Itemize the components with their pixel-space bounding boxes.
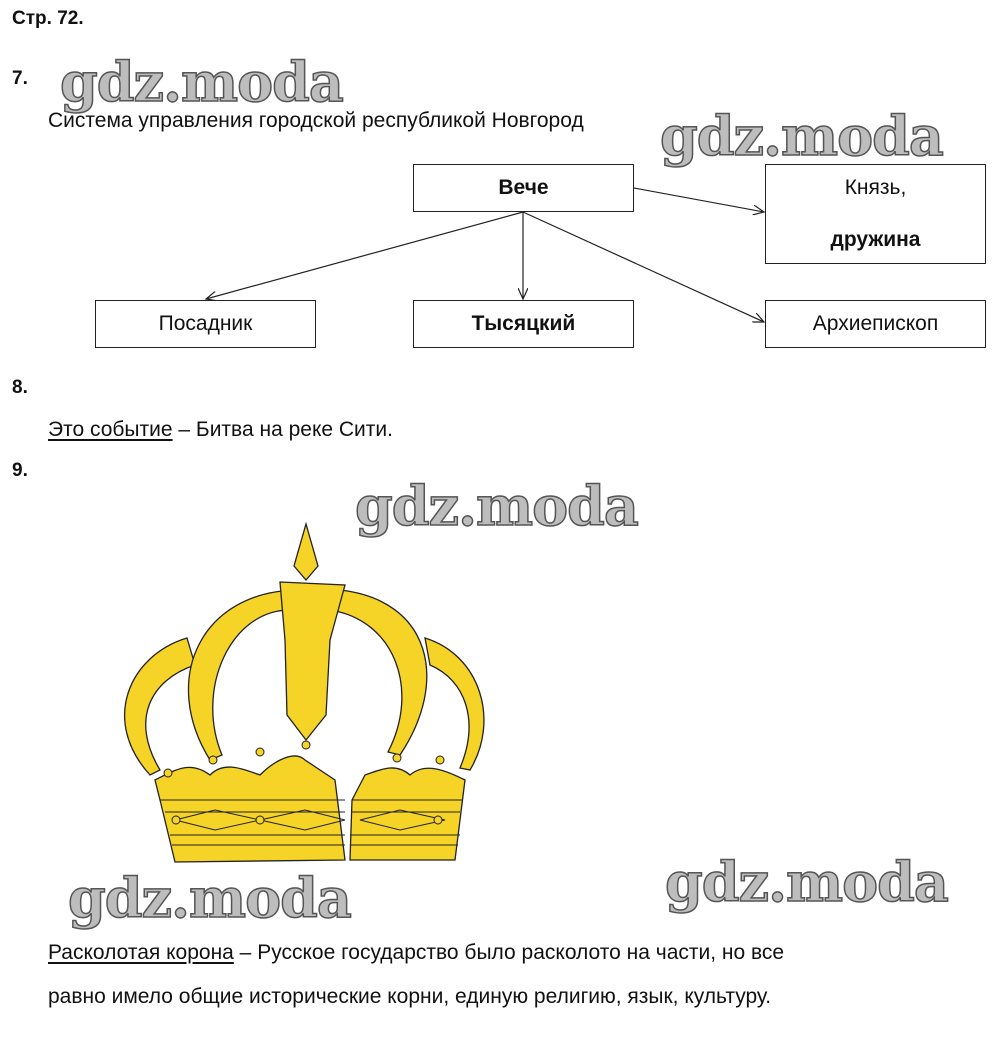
task-8-answer: Это событие – Битва на реке Сити.: [48, 418, 393, 442]
task-8-text: – Битва на реке Сити.: [172, 418, 393, 441]
task-9-answer-line2: равно имело общие исторические корни, ед…: [48, 985, 772, 1008]
arrow-to-knyaz: [633, 187, 764, 212]
task-9-label: Расколотая корона: [48, 941, 234, 964]
watermark: gdz.moda: [664, 849, 949, 915]
veche-label: Вече: [498, 176, 549, 199]
box-knyaz: Князь, дружина: [765, 164, 986, 264]
task-8-label: Это событие: [48, 418, 173, 441]
box-posadnik: Посадник: [95, 300, 316, 348]
posadnik-label: Посадник: [158, 312, 253, 335]
watermark: gdz.moda: [59, 49, 344, 115]
task-7-number: 7.: [12, 68, 28, 89]
page-label: Стр. 72.: [12, 8, 84, 29]
tysyatsky-label: Тысяцкий: [471, 312, 576, 335]
watermark: gdz.moda: [67, 865, 352, 931]
box-archbishop: Архиепископ: [765, 300, 986, 348]
box-veche: Вече: [413, 164, 634, 212]
task-9-answer-line1: Расколотая корона – Русское государство …: [48, 941, 784, 965]
task-8-number: 8.: [12, 377, 28, 398]
archbishop-label: Архиепископ: [812, 312, 939, 335]
box-tysyatsky: Тысяцкий: [413, 300, 634, 348]
arrow-to-posadnik: [206, 211, 524, 299]
task-9-text-1: – Русское государство было расколото на …: [233, 941, 785, 964]
task-7-title: Система управления городской республикой…: [48, 109, 584, 132]
knyaz-label: Князь,: [844, 176, 907, 199]
task-9-number: 9.: [12, 460, 28, 481]
watermark: gdz.moda: [354, 473, 639, 539]
watermark: gdz.moda: [659, 103, 944, 169]
arrow-to-archbishop: [522, 211, 764, 322]
druzhina-label: дружина: [830, 228, 921, 251]
